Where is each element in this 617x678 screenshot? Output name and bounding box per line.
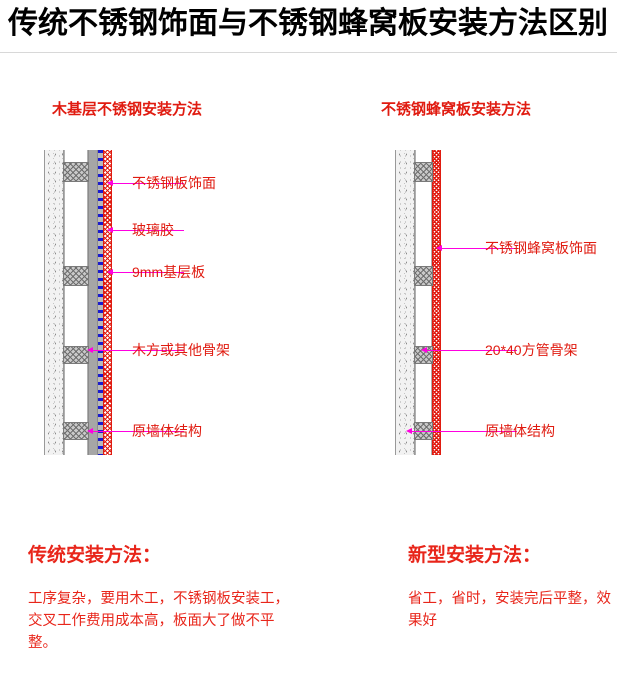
layer-substrate-board: [88, 150, 98, 455]
left-diagram-header: 木基层不锈钢安装方法: [52, 101, 203, 118]
callout-label-substrate-board: 9mm基层板: [132, 264, 206, 280]
framing-member: [414, 266, 433, 286]
layer-honeycomb-panel: [432, 150, 441, 455]
right-diagram-header: 不锈钢蜂窝板安装方法: [381, 101, 532, 118]
callout-label-timber-framing: 木方或其他骨架: [132, 342, 230, 358]
leader-line: [92, 431, 184, 433]
callout-label-square-tube-framing: 20*40方管骨架: [485, 342, 578, 358]
framing-member: [63, 346, 89, 364]
framing-member: [63, 162, 89, 182]
layer-original-wall: [44, 150, 64, 455]
leader-line: [441, 248, 517, 250]
layer-cavity: [64, 150, 88, 455]
leader-line: [112, 183, 184, 185]
leader-arrow: [107, 269, 113, 275]
callout-label-original-wall: 原墙体结构: [132, 423, 202, 439]
leader-arrow: [87, 347, 93, 353]
title-divider: [0, 52, 617, 53]
leader-arrow: [421, 347, 427, 353]
callout-label-original-wall: 原墙体结构: [485, 423, 555, 439]
leader-line: [411, 431, 517, 433]
leader-arrow: [107, 180, 113, 186]
right-wall-section-diagram: 不锈钢蜂窝板饰面 20*40方管骨架 原墙体结构: [395, 150, 617, 455]
traditional-method-title: 传统安装方法：: [28, 545, 162, 566]
leader-arrow: [87, 428, 93, 434]
framing-member: [63, 422, 89, 440]
leader-arrow: [107, 227, 113, 233]
leader-line: [92, 350, 184, 352]
layer-glass-glue: [98, 150, 103, 455]
left-wall-section-diagram: 不锈钢板饰面 玻璃胶 9mm基层板 木方或其他骨架 原墙体结构: [44, 150, 374, 455]
page-title: 传统不锈钢饰面与不锈钢蜂窝板安装方法区别: [8, 7, 608, 40]
layer-stainless-facing: [103, 150, 112, 455]
leader-arrow: [436, 245, 442, 251]
layer-original-wall: [395, 150, 415, 455]
leader-arrow: [406, 428, 412, 434]
framing-member: [414, 162, 433, 182]
leader-line: [426, 350, 517, 352]
layer-cavity: [415, 150, 432, 455]
new-method-title: 新型安装方法：: [408, 545, 542, 566]
callout-label-glass-glue: 玻璃胶: [132, 222, 174, 238]
traditional-method-body: 工序复杂，要用木工，不锈钢板安装工，交叉工作费用成本高，板面大了做不平整。: [28, 591, 289, 651]
leader-line: [112, 272, 184, 274]
callout-label-stainless-facing: 不锈钢板饰面: [132, 175, 216, 191]
callout-label-honeycomb-panel: 不锈钢蜂窝板饰面: [485, 240, 597, 256]
leader-line: [112, 230, 184, 232]
new-method-body: 省工，省时，安装完后平整，效果好: [408, 591, 611, 629]
framing-member: [63, 266, 89, 286]
